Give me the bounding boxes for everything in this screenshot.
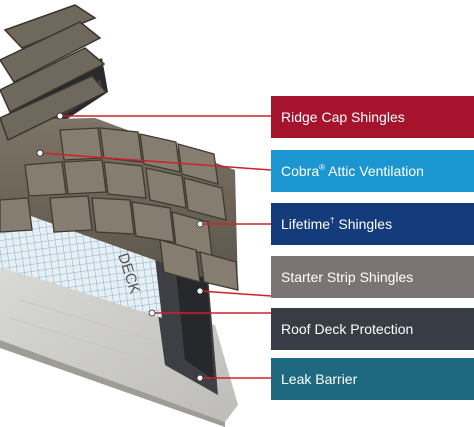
pointer-dot-lifetime — [196, 220, 204, 228]
pointer-dot-leak-barrier — [196, 374, 204, 382]
pointer-dots — [36, 112, 204, 382]
label-lifetime-shingles: Lifetime† Shingles — [271, 203, 474, 245]
pointer-dot-ventilation — [36, 149, 44, 157]
label-cobra-attic-ventilation: Cobra® Attic Ventilation — [271, 150, 474, 192]
field-shingles — [0, 118, 239, 291]
leader-line-ventilation — [39, 152, 272, 171]
ridge-cap-shingles — [0, 4, 108, 142]
label-leak-barrier: Leak Barrier — [271, 358, 474, 400]
roof-deck — [0, 265, 238, 427]
leader-lines — [39, 115, 272, 379]
pointer-dot-deck-protection — [148, 309, 156, 317]
pointer-dot-ridge-cap — [56, 112, 64, 120]
label-roof-deck-protection: Roof Deck Protection — [271, 308, 474, 350]
pointer-dot-starter-strip — [196, 287, 204, 295]
label-starter-strip-shingles: Starter Strip Shingles — [271, 256, 474, 298]
label-ridge-cap-shingles: Ridge Cap Shingles — [271, 96, 474, 138]
leader-line-starter-strip — [199, 290, 272, 297]
